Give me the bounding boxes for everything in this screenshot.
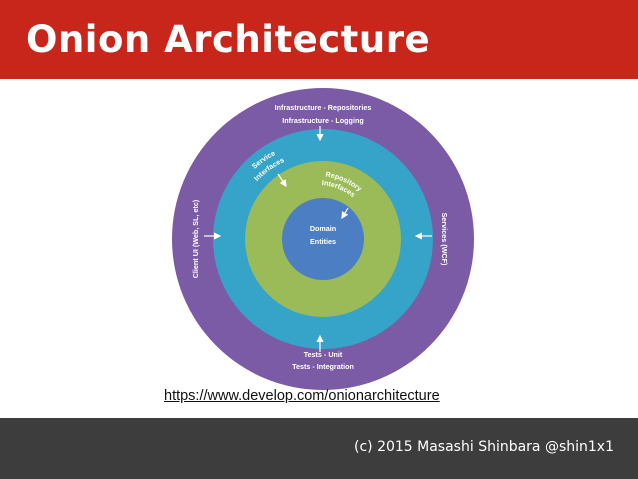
top-label-line2: Infrastructure - Logging [282,116,363,125]
bottom-label-line1: Tests - Unit [304,350,343,359]
right-label: Services (WCF) [440,213,449,266]
bottom-label-line2: Tests - Integration [292,362,354,371]
arrow-repository [341,207,349,220]
left-label: Client UI (Web, SL, etc) [191,199,200,278]
core-label-line2: Entities [310,237,336,246]
slide-title: Onion Architecture [26,18,431,61]
title-bar: Onion Architecture [0,0,638,79]
arrow-service [277,173,287,187]
core-label-line1: Domain [310,224,336,233]
onion-diagram-svg: Domain Entities Infrastructure - Reposit… [172,88,474,390]
footer-credit: (c) 2015 Masashi Shinbara @shin1x1 [354,439,614,455]
onion-diagram: Domain Entities Infrastructure - Reposit… [170,86,476,392]
footer-bar: (c) 2015 Masashi Shinbara @shin1x1 [0,418,638,479]
top-label-line1: Infrastructure - Repositories [275,103,372,112]
source-link[interactable]: https://www.develop.com/onionarchitectur… [164,388,440,404]
